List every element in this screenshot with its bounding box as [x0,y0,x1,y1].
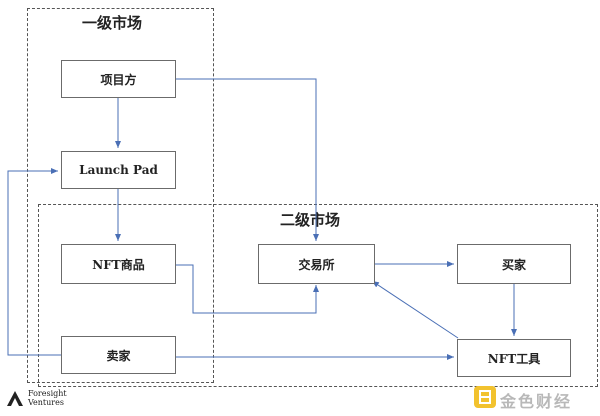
edge-nfttools-to-exchange [371,280,459,339]
secondary-market-region [38,204,598,387]
node-buyer: 买家 [457,244,571,284]
primary-market-region [27,8,214,383]
node-exchange: 交易所 [258,244,375,284]
foresight-ventures-logo: Foresight Ventures [6,388,76,412]
node-launch-pad: Launch Pad [61,151,176,189]
primary-market-title: 一级市场 [80,12,145,33]
edge-project-to-exchange [176,78,319,241]
edge-seller-to-launchpad [7,168,61,356]
node-nft-goods: NFT商品 [61,244,176,284]
edge-nftgoods-to-exchange [176,264,319,314]
node-nft-tools: NFT工具 [457,339,571,377]
secondary-market-title: 二级市场 [278,209,343,230]
foresight-logo-line2: Ventures [28,398,64,407]
foresight-logo-line1: Foresight [28,389,67,398]
jinse-logo-text: 金色财经 [500,392,573,411]
foresight-logo-text: Foresight Ventures [28,389,67,407]
foresight-mark-icon [7,391,23,406]
node-project-party: 项目方 [61,60,176,98]
jinse-mark-icon [474,386,496,408]
jinse-caijing-watermark: 金色财经 [474,384,596,412]
node-seller: 卖家 [61,336,176,374]
